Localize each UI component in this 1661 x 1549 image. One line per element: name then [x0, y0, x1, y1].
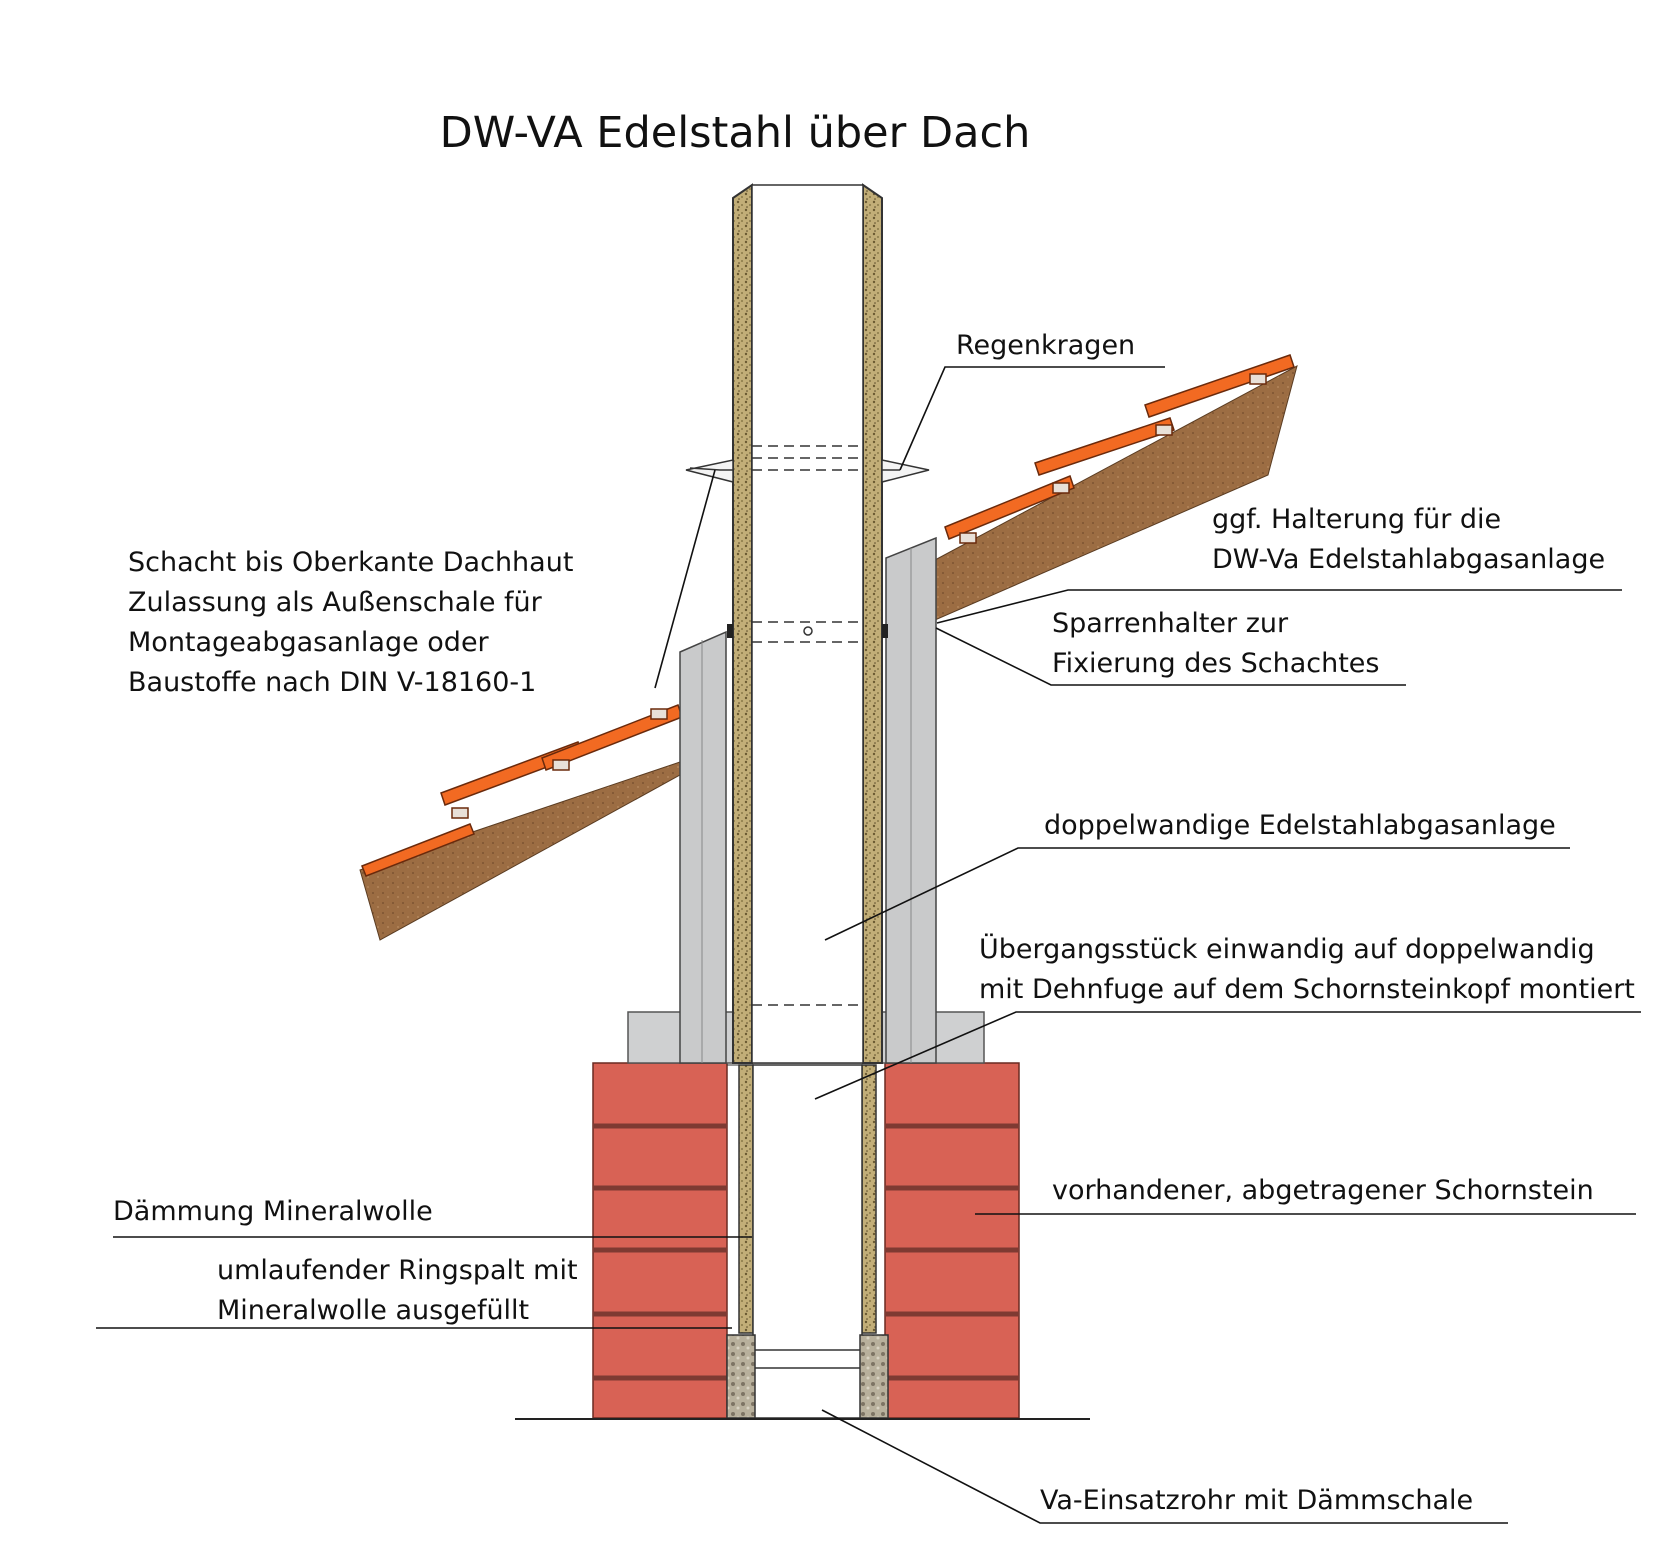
roof-right — [934, 354, 1298, 621]
leader-einsatzrohr — [821, 1409, 1508, 1524]
leader-schacht — [654, 469, 716, 689]
leader-regenkragen — [899, 366, 1165, 471]
label-regenkragen: Regenkragen — [956, 330, 1136, 361]
leader-sparrenhalter — [935, 627, 1406, 686]
roof-left — [359, 704, 683, 941]
roof-right-rafter — [934, 365, 1298, 621]
flue-joints — [752, 445, 863, 1006]
liner-bore — [752, 1064, 863, 1419]
rain-collar — [685, 459, 930, 483]
liner-right-insulation — [861, 1064, 877, 1334]
label-schornstein: vorhandener, abgetragener Schornstein — [1052, 1175, 1594, 1206]
label-uebergang-line-1: Übergangsstück einwandig auf doppelwandi… — [979, 934, 1595, 965]
brick-mortar-joints — [593, 1123, 1019, 1381]
label-doppelwandig: doppelwandige Edelstahlabgasanlage — [1044, 810, 1556, 841]
label-schacht-line-1: Schacht bis Oberkante Dachhaut — [128, 547, 574, 578]
label-sparrenhalter-line-1: Sparrenhalter zur — [1052, 608, 1289, 639]
roof-batten — [552, 759, 570, 771]
label-einsatzrohr: Va-Einsatzrohr mit Dämmschale — [1040, 1485, 1474, 1516]
label-daemmung: Dämmung Mineralwolle — [113, 1196, 433, 1227]
roof-batten — [959, 532, 977, 544]
diagram-title: DW-VA Edelstahl über Dach — [439, 108, 1031, 158]
roof-tile — [1144, 354, 1295, 418]
roof-batten — [1155, 424, 1173, 436]
double-wall-flue — [727, 183, 888, 1064]
roof-batten — [1249, 373, 1267, 385]
liner-left-insulation — [738, 1064, 754, 1334]
label-halterung-line-2: DW-Va Edelstahlabgasanlage — [1212, 544, 1606, 575]
flue-right-insulation — [862, 183, 883, 1064]
flue-bore — [751, 184, 864, 1064]
label-schacht-line-2: Zulassung als Außenschale für — [128, 587, 542, 618]
rafter-bolt — [803, 626, 813, 636]
roof-tile — [944, 475, 1075, 540]
leader-lines — [96, 366, 1641, 1524]
liner-stone-left — [726, 1334, 756, 1419]
leader-doppelwandig — [824, 847, 1570, 941]
label-sparrenhalter-line-2: Fixierung des Schachtes — [1052, 648, 1380, 679]
brick-wall-left — [592, 1062, 728, 1419]
roof-batten — [451, 807, 469, 819]
roof-batten — [650, 708, 668, 720]
liner-pipe — [726, 1064, 889, 1419]
roof-left-tiles — [361, 704, 683, 877]
roof-right-tiles — [944, 354, 1295, 544]
label-schacht-line-4: Baustoffe nach DIN V-18160-1 — [128, 667, 537, 698]
roof-batten — [1052, 482, 1070, 494]
outer-shaft — [679, 536, 937, 1064]
flue-left-insulation — [732, 183, 753, 1064]
label-schacht-line-3: Montageabgasanlage oder — [128, 627, 489, 658]
roof-tile — [1034, 417, 1175, 476]
label-uebergang-line-2: mit Dehnfuge auf dem Schornsteinkopf mon… — [979, 974, 1635, 1005]
label-ringspalt-line-1: umlaufender Ringspalt mit — [217, 1255, 578, 1286]
brick-wall-right — [884, 1062, 1020, 1419]
label-halterung-line-1: ggf. Halterung für die — [1212, 504, 1502, 535]
leader-halterung — [936, 589, 1622, 624]
shaft-left-wall — [679, 630, 727, 1064]
liner-stone-right — [859, 1334, 889, 1419]
label-ringspalt-line-2: Mineralwolle ausgefüllt — [217, 1295, 530, 1326]
roof-tile — [361, 823, 475, 877]
leader-uebergang — [814, 1011, 1641, 1100]
